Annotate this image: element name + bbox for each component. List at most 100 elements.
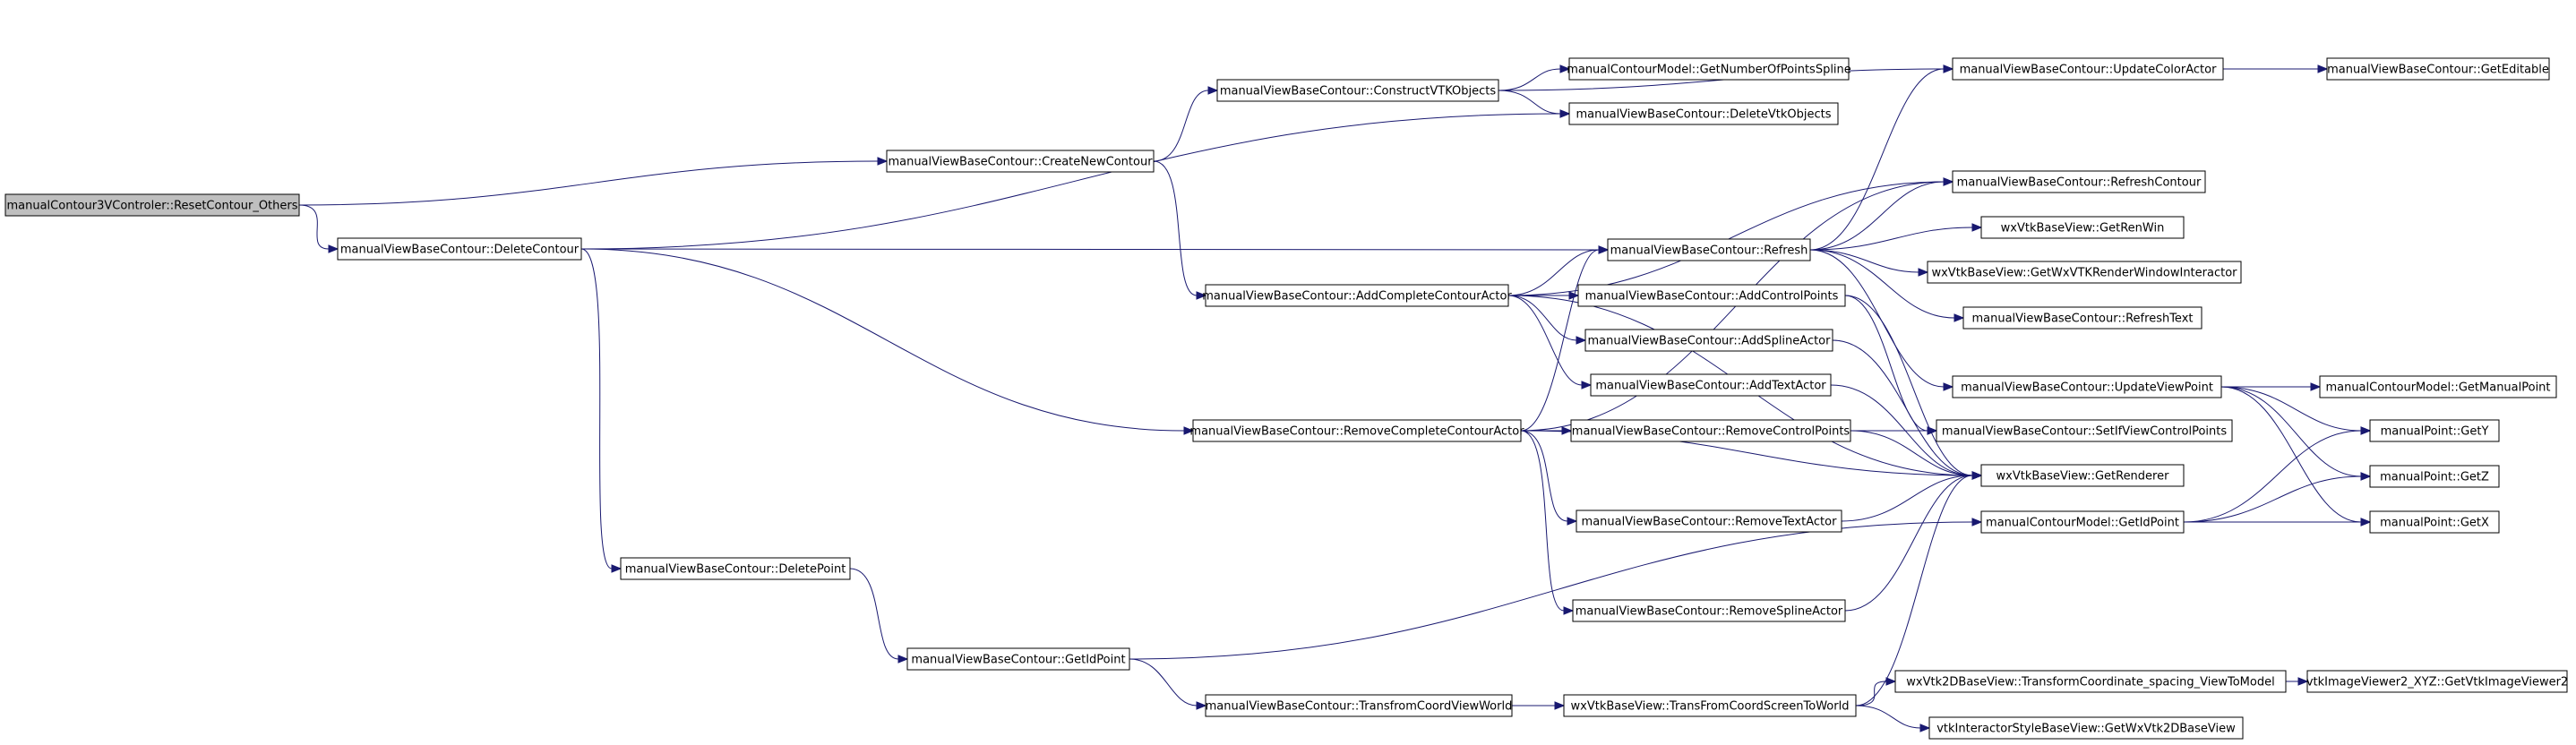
node-remove-spline-actor[interactable]: manualViewBaseContour::RemoveSplineActor xyxy=(1572,599,1846,622)
node-add-spline-actor[interactable]: manualViewBaseContour::AddSplineActor xyxy=(1584,329,1833,352)
node-label: manualViewBaseContour::UpdateViewPoint xyxy=(1961,381,2213,395)
node-get-wx-vtk2-dbase-view[interactable]: vtkInteractorStyleBaseView::GetWxVtk2DBa… xyxy=(1928,716,2244,740)
node-get-manual-point[interactable]: manualContourModel::GetManualPoint xyxy=(2319,375,2557,398)
node-refresh[interactable]: manualViewBaseContour::Refresh xyxy=(1607,238,1811,261)
node-get-id-point-model[interactable]: manualContourModel::GetIdPoint xyxy=(1980,510,2185,534)
node-get-x[interactable]: manualPoint::GetX xyxy=(2369,510,2500,534)
node-create-new-contour[interactable]: manualViewBaseContour::CreateNewContour xyxy=(886,150,1155,173)
node-label: wxVtkBaseView::GetRenWin xyxy=(2001,222,2165,235)
node-label: manualPoint::GetX xyxy=(2380,517,2489,530)
node-label: manualPoint::GetY xyxy=(2381,425,2489,439)
node-label: manualPoint::GetZ xyxy=(2380,471,2489,484)
node-remove-complete-contour-actor[interactable]: manualViewBaseContour::RemoveCompleteCon… xyxy=(1189,419,1524,442)
node-trans-from-coord-screen-to-world[interactable]: wxVtkBaseView::TransFromCoordScreenToWor… xyxy=(1563,694,1857,717)
node-get-vtk-image-viewer2[interactable]: vtkImageViewer2_XYZ::GetVtkImageViewer2 xyxy=(2306,670,2568,693)
nodes-layer: manualContour3VControler::ResetContour_O… xyxy=(4,57,2568,740)
node-update-view-point[interactable]: manualViewBaseContour::UpdateViewPoint xyxy=(1952,375,2222,398)
node-label: vtkInteractorStyleBaseView::GetWxVtk2DBa… xyxy=(1936,723,2236,736)
node-box xyxy=(2369,419,2500,442)
node-label: manualViewBaseContour::GetEditable xyxy=(2327,64,2549,77)
node-label: manualViewBaseContour::RefreshText xyxy=(1971,313,2193,326)
node-label: manualViewBaseContour::CreateNewContour xyxy=(888,156,1153,169)
edge-delete-contour-to-refresh xyxy=(580,245,1610,254)
node-label: manualViewBaseContour::RemoveSplineActor xyxy=(1576,605,1843,619)
edge-delete-contour-to-delete-point xyxy=(580,248,623,573)
node-box xyxy=(1584,329,1833,352)
node-delete-contour[interactable]: manualViewBaseContour::DeleteContour xyxy=(337,237,582,261)
node-label: manualViewBaseContour::DeleteVtkObjects xyxy=(1576,108,1832,122)
node-label: manualViewBaseContour::AddCompleteContou… xyxy=(1202,290,1512,304)
node-refresh-contour[interactable]: manualViewBaseContour::RefreshContour xyxy=(1952,170,2206,193)
node-label: wxVtkBaseView::GetWxVTKRenderWindowInter… xyxy=(1931,267,2237,280)
node-transform-coordinate[interactable]: wxVtk2DBaseView::TransformCoordinate_spa… xyxy=(1894,670,2287,693)
node-box xyxy=(1572,599,1846,622)
node-get-editable[interactable]: manualViewBaseContour::GetEditable xyxy=(2326,57,2550,81)
node-transfrom-coord-view-world[interactable]: manualViewBaseContour::TransfromCoordVie… xyxy=(1205,694,1513,717)
node-box xyxy=(1568,102,1839,125)
node-label: manualViewBaseContour::UpdateColorActor xyxy=(1960,64,2218,77)
node-add-control-points[interactable]: manualViewBaseContour::AddControlPoints xyxy=(1577,284,1846,307)
edge-reset-contour-others-to-delete-contour xyxy=(298,204,339,253)
node-box xyxy=(2326,57,2550,81)
node-label: manualContourModel::GetIdPoint xyxy=(1986,517,2179,530)
node-label: wxVtkBaseView::GetRenderer xyxy=(1996,470,2170,484)
node-box xyxy=(1577,284,1846,307)
edge-transform-coordinate-to-get-vtk-image-viewer2 xyxy=(2286,677,2309,686)
node-box xyxy=(1952,57,2224,81)
node-set-if-view-control-points[interactable]: manualViewBaseContour::SetIfViewControlP… xyxy=(1936,419,2233,442)
edge-delete-point-to-get-id-point-view xyxy=(849,568,909,664)
edge-get-id-point-model-to-get-z xyxy=(2183,472,2372,523)
node-box xyxy=(1563,694,1857,717)
node-delete-point[interactable]: manualViewBaseContour::DeletePoint xyxy=(620,557,851,580)
edge-get-id-point-model-to-get-x xyxy=(2184,518,2372,527)
edge-update-view-point-to-get-z xyxy=(2220,386,2372,481)
edge-construct-vtkobjects-to-delete-vtk-objects xyxy=(1498,90,1571,118)
node-label: manualViewBaseContour::RemoveTextActor xyxy=(1582,516,1838,529)
node-box xyxy=(2369,510,2500,534)
node-box xyxy=(906,647,1130,671)
node-box xyxy=(1962,306,2202,330)
node-get-id-point-view[interactable]: manualViewBaseContour::GetIdPoint xyxy=(906,647,1130,671)
node-box xyxy=(1952,375,2222,398)
node-label: manualViewBaseContour::ConstructVTKObjec… xyxy=(1220,85,1497,98)
node-label: manualViewBaseContour::DeleteContour xyxy=(340,244,580,257)
node-label: manualContour3VControler::ResetContour_O… xyxy=(6,200,297,213)
node-box xyxy=(1894,670,2287,693)
node-remove-control-points[interactable]: manualViewBaseContour::RemoveControlPoin… xyxy=(1570,419,1851,442)
node-box xyxy=(1936,419,2233,442)
edge-remove-complete-contour-actor-to-remove-spline-actor xyxy=(1520,430,1575,615)
edge-refresh-to-get-ren-win xyxy=(1809,223,1983,251)
node-label: manualViewBaseContour::Refresh xyxy=(1610,244,1808,258)
node-get-ren-win[interactable]: wxVtkBaseView::GetRenWin xyxy=(1980,216,2185,239)
edge-refresh-to-get-wx-vtkrender-window-interactor xyxy=(1809,249,1929,277)
node-box xyxy=(1607,238,1811,261)
node-label: manualViewBaseContour::SetIfViewControlP… xyxy=(1942,425,2228,439)
edge-add-complete-contour-actor-to-add-spline-actor xyxy=(1507,295,1587,345)
node-box xyxy=(1980,510,2185,534)
node-delete-vtk-objects[interactable]: manualViewBaseContour::DeleteVtkObjects xyxy=(1568,102,1839,125)
edge-update-view-point-to-get-x xyxy=(2220,386,2372,527)
node-get-renderer[interactable]: wxVtkBaseView::GetRenderer xyxy=(1980,464,2185,487)
edge-update-view-point-to-get-manual-point xyxy=(2221,382,2322,391)
node-label: manualViewBaseContour::GetIdPoint xyxy=(911,654,1125,667)
edge-trans-from-coord-screen-to-world-to-get-wx-vtk2-dbase-view xyxy=(1855,705,1931,732)
node-get-z[interactable]: manualPoint::GetZ xyxy=(2369,465,2500,488)
node-remove-text-actor[interactable]: manualViewBaseContour::RemoveTextActor xyxy=(1576,510,1842,533)
node-update-color-actor[interactable]: manualViewBaseContour::UpdateColorActor xyxy=(1952,57,2224,81)
edge-create-new-contour-to-construct-vtkobjects xyxy=(1153,86,1219,162)
node-box xyxy=(337,237,582,261)
node-add-text-actor[interactable]: manualViewBaseContour::AddTextActor xyxy=(1590,373,1832,397)
node-add-complete-contour-actor[interactable]: manualViewBaseContour::AddCompleteContou… xyxy=(1202,284,1512,307)
node-construct-vtkobjects[interactable]: manualViewBaseContour::ConstructVTKObjec… xyxy=(1216,79,1499,102)
node-reset-contour-others[interactable]: manualContour3VControler::ResetContour_O… xyxy=(4,193,300,217)
node-get-y[interactable]: manualPoint::GetY xyxy=(2369,419,2500,442)
node-box xyxy=(1590,373,1832,397)
node-label: wxVtk2DBaseView::TransformCoordinate_spa… xyxy=(1906,676,2274,689)
node-label: manualViewBaseContour::RemoveControlPoin… xyxy=(1572,425,1850,439)
node-box xyxy=(1216,79,1499,102)
node-get-wx-vtkrender-window-interactor[interactable]: wxVtkBaseView::GetWxVTKRenderWindowInter… xyxy=(1927,261,2242,284)
node-get-number-of-points-spline[interactable]: manualContourModel::GetNumberOfPointsSpl… xyxy=(1567,57,1851,81)
edge-transfrom-coord-view-world-to-trans-from-coord-screen-to-world xyxy=(1512,701,1566,710)
node-refresh-text[interactable]: manualViewBaseContour::RefreshText xyxy=(1962,306,2202,330)
